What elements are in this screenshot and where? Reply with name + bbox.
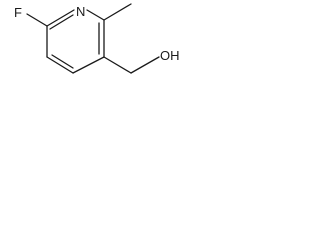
bond-c5-c4 [46, 56, 74, 74]
nitrogen-label: N [76, 4, 85, 19]
fluorine-label: F [14, 5, 22, 20]
bond-c6-f [26, 13, 48, 27]
bond-ch2-o [130, 56, 160, 74]
hydroxyl-label: OH [160, 48, 180, 63]
bond-c2-methyl [103, 3, 132, 21]
structure-diagram: F N OH [14, 3, 180, 74]
bond-c2-n1 [86, 9, 105, 21]
bond-c3-ch2 [103, 56, 132, 74]
bond-n1-c6 [46, 9, 75, 27]
bond-c5-c4-inner [51, 54, 74, 69]
bond-c4-c3 [72, 56, 105, 74]
bond-n1-c6-inner [49, 14, 74, 30]
